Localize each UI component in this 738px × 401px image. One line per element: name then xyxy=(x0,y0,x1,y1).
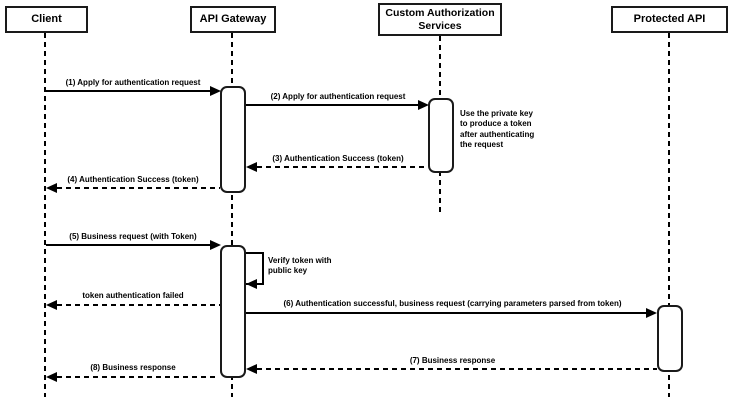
message-token-failed-label: token authentication failed xyxy=(82,291,184,300)
message-8-line xyxy=(57,376,218,378)
message-4-label: (4) Authentication Success (token) xyxy=(67,175,199,184)
message-4-line xyxy=(57,187,220,189)
actor-api-gateway-label: API Gateway xyxy=(199,12,267,25)
message-2-line xyxy=(246,104,420,106)
message-3-arrowhead xyxy=(246,162,257,172)
message-3-label: (3) Authentication Success (token) xyxy=(272,154,404,163)
message-1-label: (1) Apply for authentication request xyxy=(65,78,201,87)
self-message-verify-token-label: Verify token with public key xyxy=(268,256,332,276)
message-7-arrowhead xyxy=(246,364,257,374)
message-5-label: (5) Business request (with Token) xyxy=(69,232,197,241)
lifeline-client xyxy=(44,33,46,397)
message-2-arrowhead xyxy=(418,100,429,110)
actor-api-gateway: API Gateway xyxy=(190,6,276,33)
activation-protected-api xyxy=(657,305,683,372)
note-private-key: Use the private key to produce a token a… xyxy=(460,109,535,150)
message-8-arrowhead xyxy=(46,372,57,382)
message-3-line xyxy=(257,166,428,168)
lifeline-protected-api xyxy=(668,33,670,397)
message-1-arrowhead xyxy=(210,86,221,96)
lifeline-api-gateway xyxy=(231,33,233,397)
actor-custom-authorization-services-label: Custom Authorization Services xyxy=(385,6,495,32)
actor-custom-authorization-services: Custom Authorization Services xyxy=(378,3,502,36)
activation-custom-auth xyxy=(428,98,454,173)
message-6-line xyxy=(246,312,649,314)
message-6-arrowhead xyxy=(646,308,657,318)
message-4-arrowhead xyxy=(46,183,57,193)
activation-api-gateway-auth xyxy=(220,86,246,193)
actor-client: Client xyxy=(5,6,88,33)
actor-protected-api: Protected API xyxy=(611,6,728,33)
message-token-failed-line xyxy=(57,304,220,306)
message-1-line xyxy=(46,90,212,92)
actor-client-label: Client xyxy=(31,12,62,25)
message-5-arrowhead xyxy=(210,240,221,250)
message-7-label: (7) Business response xyxy=(409,356,496,365)
message-6-label: (6) Authentication successful, business … xyxy=(283,299,622,308)
self-message-verify-token-arrowhead xyxy=(246,279,257,289)
activation-api-gateway-business xyxy=(220,245,246,378)
actor-protected-api-label: Protected API xyxy=(633,12,706,25)
message-token-failed-arrowhead xyxy=(46,300,57,310)
message-7-line xyxy=(257,368,657,370)
message-2-label: (2) Apply for authentication request xyxy=(270,92,406,101)
message-8-label: (8) Business response xyxy=(90,363,176,372)
message-5-line xyxy=(46,244,212,246)
